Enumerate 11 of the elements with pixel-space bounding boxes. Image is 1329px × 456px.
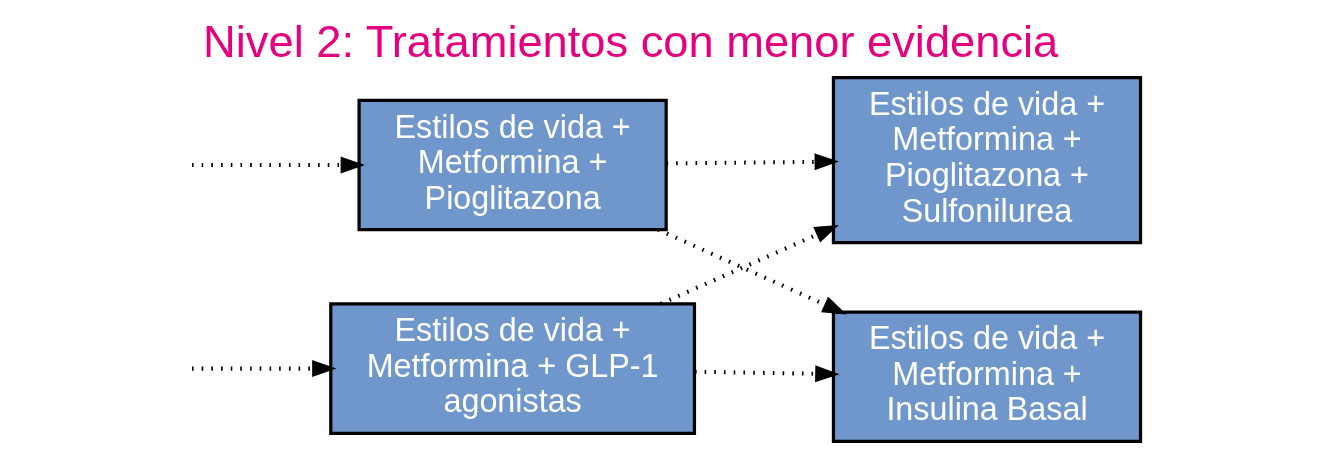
node-box: Estilos de vida + Metformina + Pioglitazona + Sulfonilurea (831, 76, 1142, 245)
arrow (191, 360, 336, 378)
node-box: Estilos de vida + Metformina + Insulina Basal (831, 310, 1142, 443)
diagram-title: Nivel 2: Tratamientos con menor evidencia (202, 16, 1058, 68)
arrow (659, 224, 839, 306)
arrow (656, 227, 847, 315)
node-box: Estilos de vida + Metformina + GLP-1 agonistas (328, 302, 696, 435)
arrow (694, 365, 839, 383)
node-box: Estilos de vida + Metformina + Pioglitazona (356, 98, 668, 232)
arrow (191, 156, 365, 174)
arrow (666, 153, 839, 171)
